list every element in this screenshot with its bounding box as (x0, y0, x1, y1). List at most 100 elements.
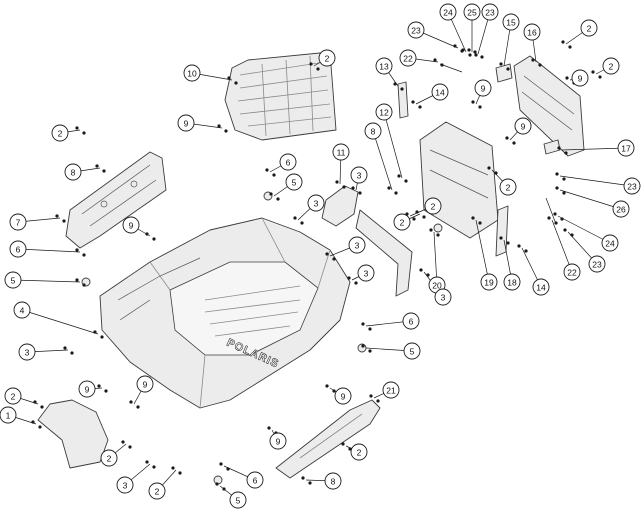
fastener-dot (468, 53, 472, 57)
callout-label: 21 (386, 386, 396, 396)
callout-c25: 25 (463, 3, 481, 21)
part-21-lower-shield (275, 399, 381, 479)
fastener-dot (55, 214, 59, 218)
callout-c9d: 9 (177, 114, 195, 132)
fastener-dot (419, 268, 423, 272)
callout-label: 3 (123, 481, 128, 491)
fastener-dot (300, 221, 304, 225)
callout-c3f: 3 (18, 343, 36, 361)
callout-label: 9 (85, 385, 90, 395)
fastener-dot (152, 237, 156, 241)
callout-label: 2 (400, 218, 405, 228)
fastener-dot (308, 481, 312, 485)
fastener-dot (75, 248, 79, 252)
callout-c5c: 5 (403, 342, 421, 360)
fastener-dot (354, 281, 358, 285)
callout-label: 22 (403, 54, 413, 64)
fastener-dot (325, 384, 329, 388)
fastener-dot (227, 76, 231, 80)
callout-label: 5 (11, 276, 16, 286)
fastener-dot (215, 482, 219, 486)
fastener-dot (316, 67, 320, 71)
fastener-dot (368, 327, 372, 331)
callout-label: 6 (253, 476, 258, 486)
callout-c13: 13 (375, 57, 393, 75)
fastener-dot (70, 351, 74, 355)
fastener-dot (293, 216, 297, 220)
callout-c9i: 9 (269, 432, 287, 450)
callout-label: 9 (129, 221, 134, 231)
callout-c15: 15 (502, 13, 520, 31)
fastener-dot (63, 346, 67, 350)
callout-c1: 1 (0, 406, 17, 424)
callout-label: 13 (379, 62, 389, 72)
callout-c3d: 3 (357, 264, 375, 282)
callout-c3g: 3 (116, 476, 134, 494)
part-16-right-rail (513, 55, 585, 157)
callout-c3b: 3 (307, 194, 325, 212)
part-22-rod (439, 63, 557, 225)
fastener-dot (400, 87, 404, 91)
callout-label: 19 (484, 278, 494, 288)
callout-c23a: 23 (481, 3, 499, 21)
callout-label: 9 (578, 74, 583, 84)
fastener-dot (267, 426, 271, 430)
fastener-dot (564, 151, 568, 155)
callout-label: 2 (11, 392, 16, 402)
callout-label: 24 (443, 8, 453, 18)
fastener-dot (478, 105, 482, 109)
fastener-dot (433, 58, 437, 62)
fastener-dot (129, 400, 133, 404)
part-12-side-rail (355, 209, 413, 297)
fastener-dot (517, 244, 521, 248)
callout-c26: 26 (612, 200, 630, 218)
callout-label: 5 (410, 347, 415, 357)
callout-c23b: 23 (407, 21, 425, 39)
callout-label: 12 (379, 108, 389, 118)
callout-c5a: 5 (285, 173, 303, 191)
fastener-dot (440, 63, 444, 67)
callout-label: 6 (286, 158, 291, 168)
fastener-dot (506, 241, 510, 245)
fastener-dot (568, 45, 572, 49)
leader-line (12, 279, 81, 283)
callout-label: 3 (441, 293, 446, 303)
callout-c14a: 14 (431, 83, 449, 101)
callout-label: 4 (20, 306, 25, 316)
fastener-dot (40, 405, 44, 409)
fastener-dot (404, 179, 408, 183)
fastener-dot (301, 476, 305, 480)
fastener-dot (342, 185, 346, 189)
fastener-dot (598, 75, 602, 79)
fastener-dot (557, 146, 561, 150)
part-13-small-bracket (397, 81, 409, 119)
fastener-dot (554, 221, 558, 225)
callout-label: 2 (58, 129, 63, 139)
callout-c9f: 9 (78, 380, 96, 398)
fastener-dot (505, 136, 509, 140)
fastener-dot (471, 216, 475, 220)
callout-c9c: 9 (514, 117, 532, 135)
callout-label: 20 (432, 281, 442, 291)
part-11-center-bracket (321, 185, 359, 227)
fastener-dot (361, 322, 365, 326)
fastener-dot (100, 335, 104, 339)
callout-c8b: 8 (64, 163, 82, 181)
callout-label: 2 (155, 487, 160, 497)
fastener-dot (97, 384, 101, 388)
callout-c9e: 9 (122, 216, 140, 234)
part-17-clip (543, 139, 561, 155)
fastener-dot (234, 81, 238, 85)
leader-line (383, 111, 403, 179)
fastener-dot (460, 49, 464, 53)
callout-c22b: 22 (563, 263, 581, 281)
callout-label: 3 (25, 348, 30, 358)
callout-label: 22 (567, 268, 577, 278)
callout-c3a: 3 (350, 166, 368, 184)
callout-label: 25 (467, 8, 477, 18)
fastener-dot (276, 197, 280, 201)
callout-label: 2 (506, 183, 511, 193)
fastener-dot (394, 191, 398, 195)
fastener-dot (325, 252, 329, 256)
